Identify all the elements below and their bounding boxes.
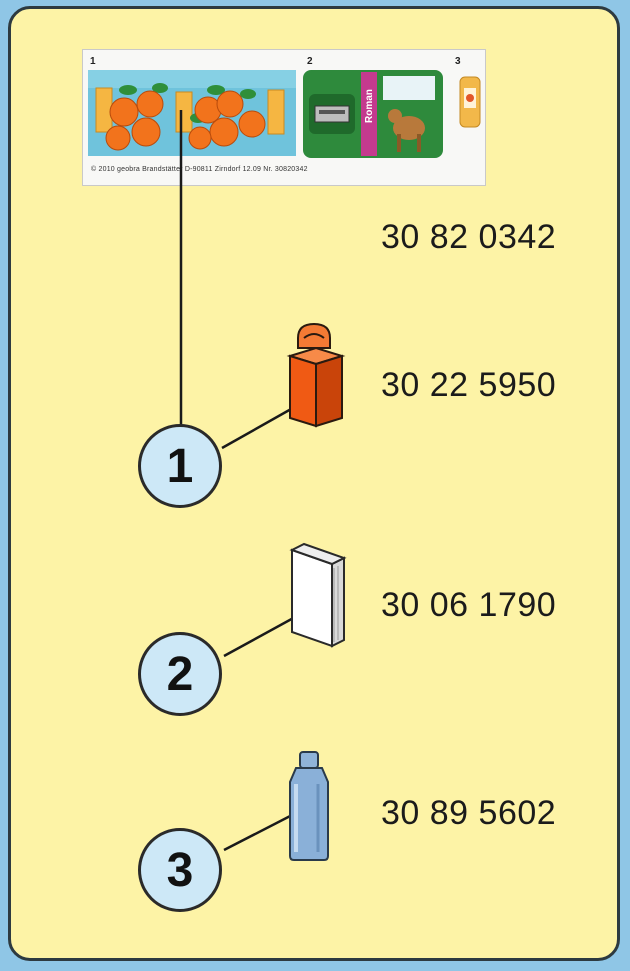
callout-circle-3: 3 [138, 828, 222, 912]
sticker-label-2: 2 [307, 56, 313, 67]
part-number-carton: 30 22 5950 [381, 366, 557, 404]
callout-circle-2: 2 [138, 632, 222, 716]
part-number-sticker: 30 82 0342 [381, 218, 557, 256]
part-number-bottle: 30 89 5602 [381, 794, 557, 832]
bottle-icon [289, 751, 329, 861]
part-number-book: 30 06 1790 [381, 586, 557, 624]
oranges-sticker-image [88, 70, 296, 156]
sticker-label-3: 3 [455, 56, 461, 67]
callout-circle-1: 1 [138, 424, 222, 508]
juice-carton-icon [286, 322, 346, 428]
sticker-copyright: © 2010 geobra Brandstätter D-90811 Zirnd… [91, 166, 308, 173]
sticker-sheet: 1 2 3 [82, 49, 486, 186]
bottle-label-sticker-image [459, 76, 481, 128]
book-icon [289, 542, 347, 648]
book-cover-sticker-image [303, 70, 443, 158]
sticker-label-1: 1 [90, 56, 96, 67]
